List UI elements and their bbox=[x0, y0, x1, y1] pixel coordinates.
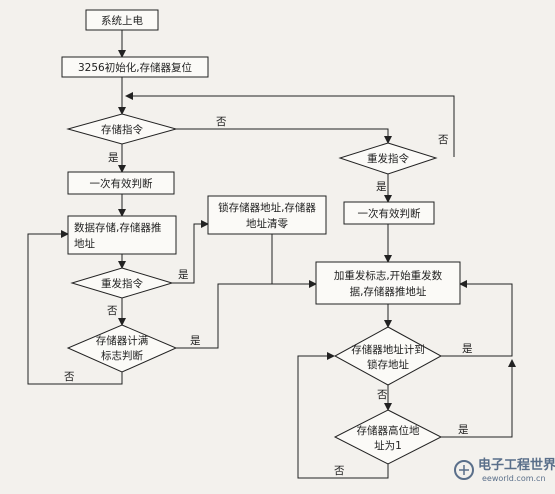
label-counter-yes: 是 bbox=[190, 335, 201, 347]
lock-addr-box bbox=[207, 195, 327, 235]
label-store-no: 否 bbox=[216, 116, 227, 128]
set-resend-text-line2: 据,存储器推地址 bbox=[350, 285, 427, 298]
set-resend-box bbox=[315, 261, 461, 305]
data-store-text-line1: 数据存储,存储器推 bbox=[74, 221, 161, 234]
valid-check-right-box bbox=[343, 201, 435, 225]
label-high-no: 否 bbox=[334, 465, 345, 477]
label-high-yes: 是 bbox=[458, 424, 469, 436]
label-resend-right-no: 否 bbox=[438, 134, 449, 146]
store-cmd-text: 存储指令 bbox=[101, 123, 143, 136]
resend-cmd-left-diamond bbox=[70, 267, 174, 299]
connector-lines bbox=[27, 30, 516, 479]
init-box bbox=[61, 56, 209, 78]
resend-cmd-right-diamond bbox=[338, 142, 438, 175]
addr-count-diamond bbox=[333, 326, 443, 386]
counter-full-diamond bbox=[66, 324, 178, 373]
data-store-text-line2: 地址 bbox=[74, 237, 95, 250]
edge-counter-no-loop bbox=[27, 230, 123, 385]
label-addr-yes: 是 bbox=[462, 343, 473, 355]
watermark-title: 电子工程世界 bbox=[478, 457, 555, 473]
edge-store-no bbox=[176, 128, 392, 144]
edge-resend-left-yes bbox=[172, 220, 209, 284]
high-addr-text-line2: 址为1 bbox=[374, 439, 402, 452]
label-resend-left-yes: 是 bbox=[178, 269, 189, 281]
watermark-logo-cross bbox=[459, 465, 469, 475]
label-resend-right-yes: 是 bbox=[376, 181, 387, 193]
init-text: 3256初始化,存储器复位 bbox=[78, 61, 193, 74]
edge-addr-yes-loop bbox=[441, 280, 513, 357]
edge-high-no-loop bbox=[297, 352, 389, 479]
lock-addr-text-line1: 锁存储器地址,存储器 bbox=[218, 201, 316, 214]
power-on-box bbox=[85, 9, 159, 31]
resend-cmd-left-text: 重发指令 bbox=[101, 277, 143, 290]
edge-high-yes bbox=[441, 359, 516, 438]
data-store-box bbox=[67, 215, 177, 255]
label-counter-no: 否 bbox=[64, 371, 75, 383]
high-addr-diamond bbox=[333, 409, 443, 465]
power-on-text: 系统上电 bbox=[101, 14, 143, 27]
edge-counter-yes bbox=[176, 280, 317, 349]
store-cmd-diamond bbox=[66, 113, 178, 145]
counter-full-text-line1: 存储器计满 bbox=[96, 334, 149, 347]
lock-addr-text-line2: 地址清零 bbox=[246, 217, 288, 230]
set-resend-text-line1: 加重发标志,开始重发数 bbox=[334, 269, 443, 282]
label-store-yes: 是 bbox=[108, 152, 119, 164]
high-addr-text-line1: 存储器高位地 bbox=[357, 424, 420, 437]
valid-check-left-box bbox=[67, 171, 175, 195]
watermark-logo-icon bbox=[454, 460, 474, 480]
valid-check-left-text: 一次有效判断 bbox=[90, 177, 153, 190]
label-resend-left-no: 否 bbox=[107, 305, 118, 317]
counter-full-text-line2: 标志判断 bbox=[101, 349, 143, 362]
watermark-logo: 电子工程世界 eeworld.com.cn bbox=[454, 457, 555, 483]
label-addr-no: 否 bbox=[377, 389, 388, 401]
addr-count-text-line1: 存储器地址计到 bbox=[351, 343, 425, 356]
watermark-url: eeworld.com.cn bbox=[482, 474, 546, 483]
addr-count-text-line2: 锁存地址 bbox=[367, 358, 409, 371]
valid-check-right-text: 一次有效判断 bbox=[358, 207, 421, 220]
edge-resend-no-loop bbox=[125, 92, 455, 157]
resend-cmd-right-text: 重发指令 bbox=[367, 152, 409, 165]
